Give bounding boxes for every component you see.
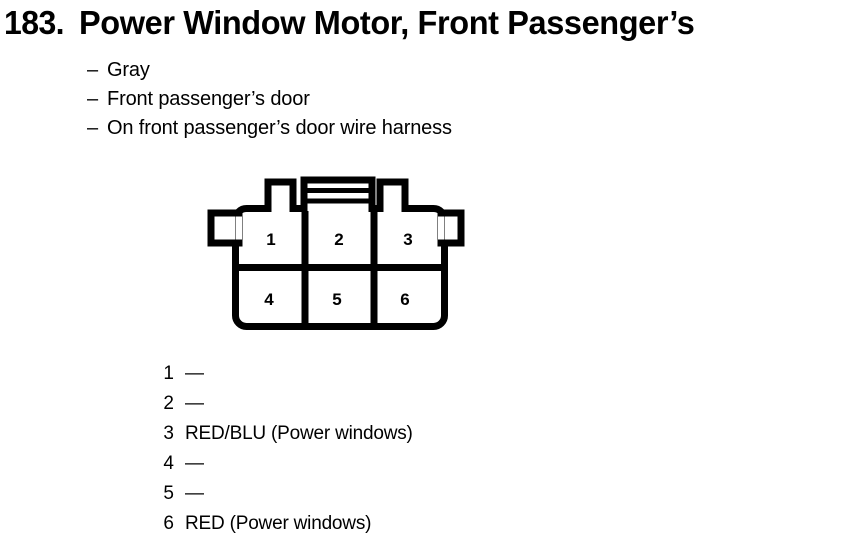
legend-pin-value: — xyxy=(185,483,204,504)
connector-left-notch xyxy=(207,209,243,247)
legend-pin-number: 2 xyxy=(163,393,174,414)
cavity-number-5: 5 xyxy=(332,290,341,309)
left-notch-seam xyxy=(236,216,242,240)
page-title-number: 183. xyxy=(4,4,65,41)
connector-outline-svg: 1 2 3 4 5 6 xyxy=(207,176,465,330)
list-item-label: On front passenger’s door wire harness xyxy=(107,117,452,139)
page-title: 183. Power Window Motor, Front Passenger… xyxy=(4,3,860,47)
connector-top-left-tab xyxy=(264,178,297,212)
connector-top-latch xyxy=(300,176,376,212)
pin-legend: 1 — 2 — 3 RED/BLU (Power windows) 4 — 5 … xyxy=(160,360,640,540)
page-title-text: Power Window Motor, Front Passenger’s xyxy=(78,4,695,41)
list-item: – Gray xyxy=(87,56,727,85)
legend-pin-number: 5 xyxy=(163,483,174,504)
bullet-dash-icon: – xyxy=(87,59,99,81)
list-item: – Front passenger’s door xyxy=(87,85,727,114)
legend-row: 1 — xyxy=(160,360,640,390)
cavity-number-2: 2 xyxy=(334,230,343,249)
list-item-label: Front passenger’s door xyxy=(107,88,310,110)
right-notch-seam xyxy=(438,216,444,240)
connector-diagram: 1 2 3 4 5 6 xyxy=(205,172,467,334)
cavity-number-6: 6 xyxy=(400,290,409,309)
legend-row: 6 RED (Power windows) xyxy=(160,510,640,540)
bullet-dash-icon: – xyxy=(87,117,99,139)
legend-pin-value: — xyxy=(185,363,204,384)
legend-pin-number: 6 xyxy=(163,513,174,534)
description-list: – Gray – Front passenger’s door – On fro… xyxy=(87,56,727,143)
legend-pin-value: RED (Power windows) xyxy=(185,513,372,534)
legend-pin-value: — xyxy=(185,393,204,414)
legend-row: 5 — xyxy=(160,480,640,510)
list-item: – On front passenger’s door wire harness xyxy=(87,114,727,143)
list-item-label: Gray xyxy=(107,59,150,81)
legend-pin-number: 1 xyxy=(163,363,174,384)
connector-top-right-tab xyxy=(376,178,409,212)
legend-row: 3 RED/BLU (Power windows) xyxy=(160,420,640,450)
legend-pin-value: — xyxy=(185,453,204,474)
legend-pin-number: 3 xyxy=(163,423,174,444)
cavity-number-3: 3 xyxy=(403,230,412,249)
cavity-number-1: 1 xyxy=(266,230,275,249)
legend-pin-number: 4 xyxy=(163,453,174,474)
legend-pin-value: RED/BLU (Power windows) xyxy=(185,423,413,444)
cavity-number-4: 4 xyxy=(264,290,274,309)
legend-row: 4 — xyxy=(160,450,640,480)
bullet-dash-icon: – xyxy=(87,88,99,110)
legend-row: 2 — xyxy=(160,390,640,420)
